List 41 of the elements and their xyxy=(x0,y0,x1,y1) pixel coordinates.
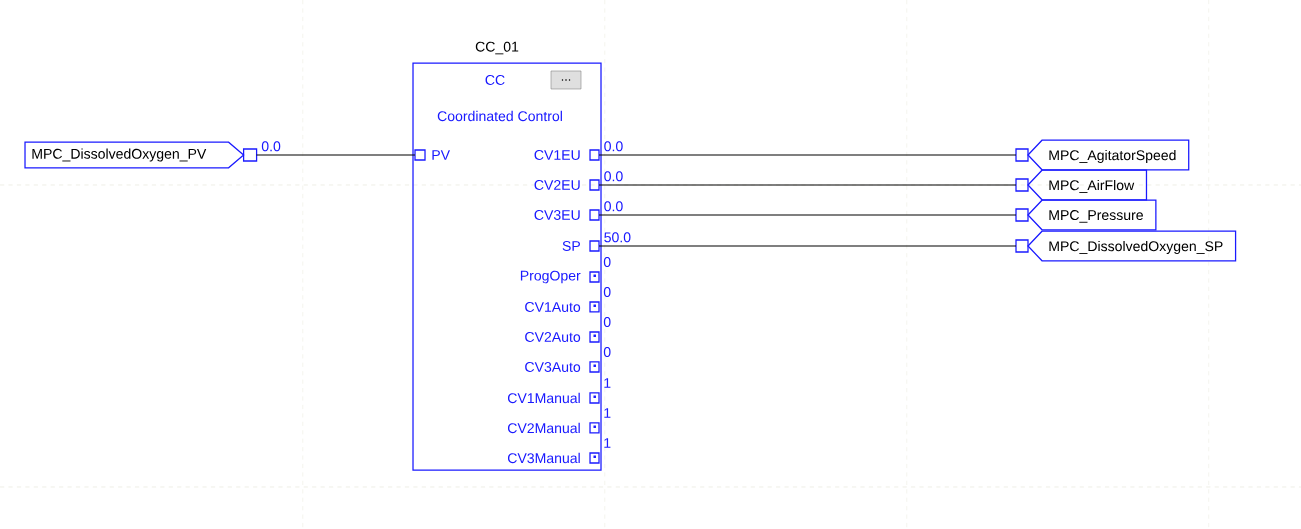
tag-block: MPC_AirFlow xyxy=(1015,169,1148,201)
edge-label: 0.0 xyxy=(261,141,281,152)
edge-label: 0.0 xyxy=(604,201,623,212)
input-pin: PV xyxy=(414,149,450,161)
wire xyxy=(598,245,1017,247)
pin-value: 0 xyxy=(603,317,611,327)
output-pin: CV3EU xyxy=(534,209,600,221)
pin-value: 0 xyxy=(603,287,611,297)
node-label: CV3EU xyxy=(534,210,580,220)
output-pin: CV3Auto xyxy=(525,361,600,373)
tag-block: MPC_DissolvedOxygen_SP xyxy=(1015,230,1237,262)
pin-value: 1 xyxy=(604,378,611,388)
ellipsis-button: ... xyxy=(550,70,582,90)
pin-value: 1 xyxy=(604,408,611,418)
node-label: PV xyxy=(432,150,450,160)
output-pin: CV1Manual xyxy=(508,392,600,404)
tag-block: MPC_AgitatorSpeed xyxy=(1015,139,1190,171)
output-pin: ProgOper xyxy=(520,270,600,284)
pin-value: 0 xyxy=(603,347,611,357)
pin-value: 0 xyxy=(603,257,611,267)
output-pin: SP xyxy=(562,240,600,252)
wire xyxy=(598,214,1017,216)
edge-label: 0.0 xyxy=(604,171,623,182)
output-pin: CV2Manual xyxy=(508,422,600,434)
node-label: CV2EU xyxy=(534,180,580,190)
edge-label: 0.0 xyxy=(604,141,623,152)
edge-label: 50.0 xyxy=(604,232,631,243)
output-pin: CV2EU xyxy=(534,179,600,191)
node-label: CV1EU xyxy=(534,150,580,160)
output-pin: CV2Auto xyxy=(525,331,600,343)
pin-value: 1 xyxy=(604,438,611,448)
output-pin: CV3Manual xyxy=(508,452,600,464)
output-pin: CV1Auto xyxy=(525,301,600,313)
wire xyxy=(598,154,1017,156)
output-pin: CV1EU xyxy=(534,149,600,161)
node-label: SP xyxy=(562,241,580,251)
wire xyxy=(256,154,416,156)
tag-block: MPC_Pressure xyxy=(1015,199,1157,231)
block-tag-name: CC_01 xyxy=(475,41,519,55)
wire xyxy=(598,184,1017,186)
tag-block: MPC_DissolvedOxygen_PV xyxy=(24,141,258,169)
